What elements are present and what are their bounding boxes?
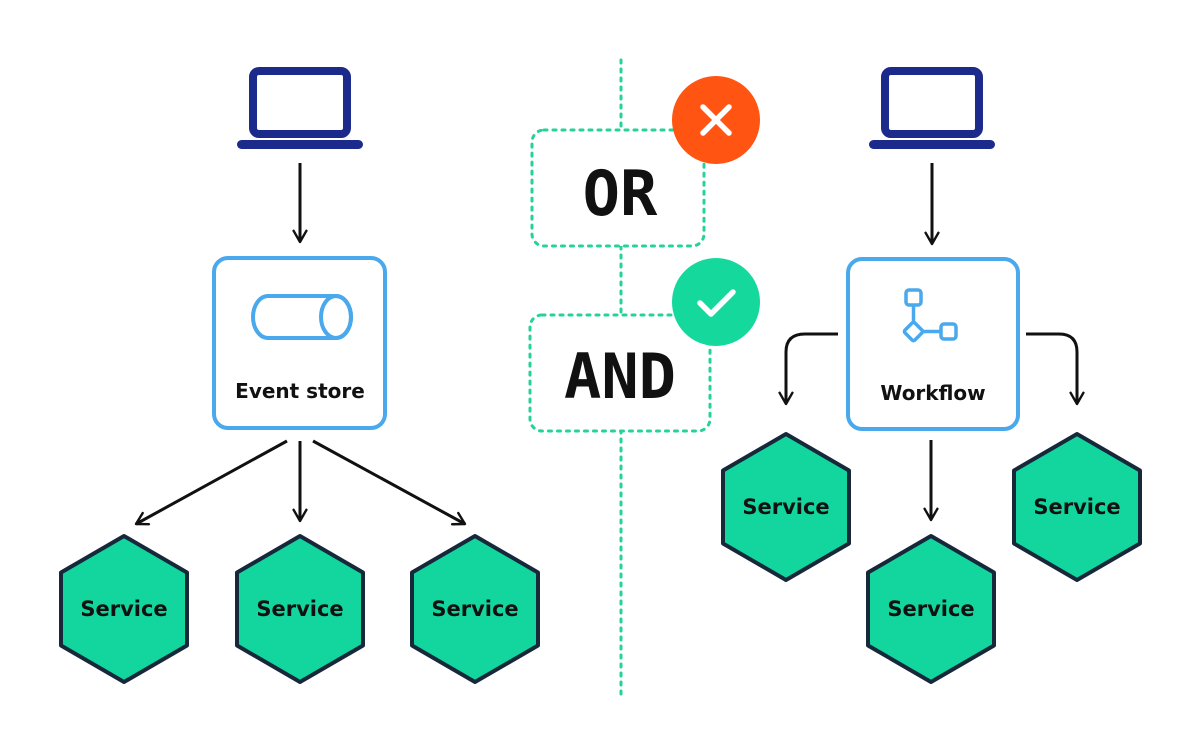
check-icon	[672, 258, 760, 346]
service-label: Service	[742, 495, 829, 519]
workflow-icon	[902, 288, 958, 343]
or-label: OR	[583, 157, 658, 230]
close-icon	[672, 76, 760, 164]
left-arrows	[134, 439, 467, 526]
service-node: Service	[866, 534, 996, 684]
workflow-label: Workflow	[880, 381, 985, 405]
service-label: Service	[256, 597, 343, 621]
laptop-icon	[237, 67, 363, 149]
service-node: Service	[721, 432, 851, 582]
service-label: Service	[887, 597, 974, 621]
service-node: Service	[1012, 432, 1142, 582]
service-label: Service	[1033, 495, 1120, 519]
event-store-label: Event store	[235, 379, 365, 403]
right-arrows	[778, 332, 1085, 522]
and-option: AND	[528, 313, 712, 433]
workflow-box: Workflow	[846, 257, 1020, 431]
service-node: Service	[410, 534, 540, 684]
or-option: OR	[530, 128, 706, 248]
service-node: Service	[235, 534, 365, 684]
event-store-box: Event store	[212, 256, 387, 430]
cylinder-icon	[251, 294, 353, 340]
service-label: Service	[431, 597, 518, 621]
laptop-icon	[869, 67, 995, 149]
service-node: Service	[59, 534, 189, 684]
service-label: Service	[80, 597, 167, 621]
and-label: AND	[564, 340, 676, 413]
